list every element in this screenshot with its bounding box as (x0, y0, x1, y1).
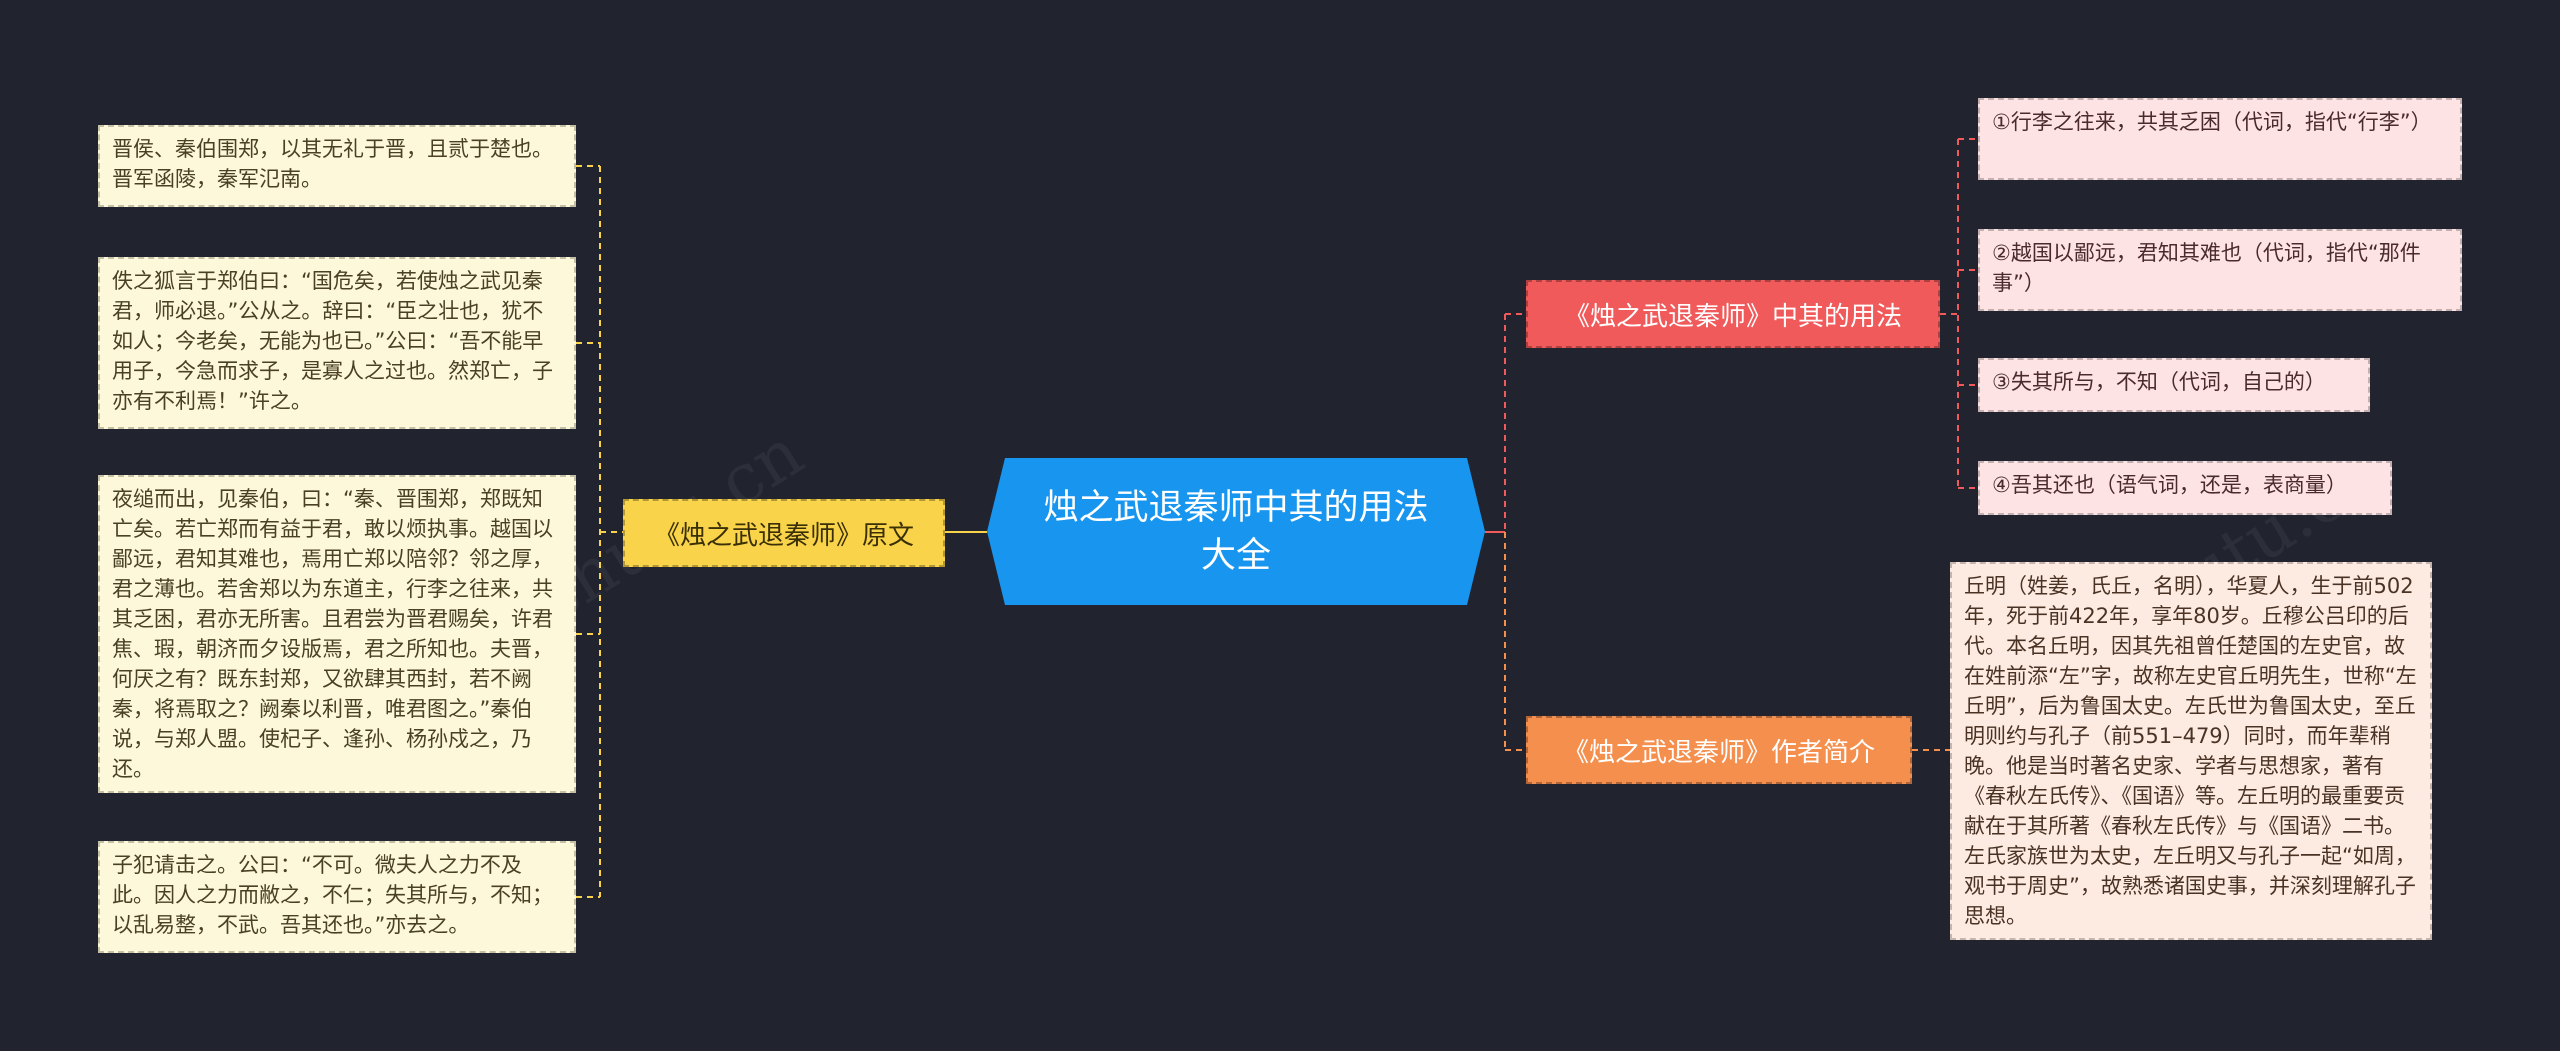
branch-usage-label: 《烛之武退秦师》中其的用法 (1563, 301, 1902, 332)
leaf-author-bio[interactable]: 丘明（姓姜，氏丘，名明），华夏人，生于前502年，死于前422年，享年80岁。丘… (1950, 562, 2432, 940)
branch-author-intro[interactable]: 《烛之武退秦师》作者简介 (1526, 716, 1912, 784)
branch-usage[interactable]: 《烛之武退秦师》中其的用法 (1526, 280, 1940, 348)
leaf-usage-4[interactable]: ④吾其还也（语气词，还是，表商量） (1978, 461, 2392, 515)
root-topic-label: 烛之武退秦师中其的用法大全 (1043, 487, 1429, 576)
leaf-usage-2[interactable]: ②越国以鄙远，君知其难也（代词，指代“那件事”） (1978, 229, 2462, 311)
leaf-original-1[interactable]: 晋侯、秦伯围郑，以其无礼于晋，且贰于楚也。晋军函陵，秦军氾南。 (98, 125, 576, 207)
branch-original-text[interactable]: 《烛之武退秦师》原文 (623, 499, 945, 567)
leaf-original-2[interactable]: 佚之狐言于郑伯曰：“国危矣，若使烛之武见秦君，师必退。”公从之。辞曰：“臣之壮也… (98, 257, 576, 429)
branch-original-text-label: 《烛之武退秦师》原文 (653, 520, 914, 551)
leaf-usage-1[interactable]: ①行李之往来，共其乏困（代词，指代“行李”） (1978, 98, 2462, 180)
branch-author-intro-label: 《烛之武退秦师》作者简介 (1562, 737, 1875, 768)
leaf-original-3[interactable]: 夜缒而出，见秦伯，曰：“秦、晋围郑，郑既知亡矣。若亡郑而有益于君，敢以烦执事。越… (98, 475, 576, 793)
root-topic[interactable]: 烛之武退秦师中其的用法大全 (987, 458, 1485, 605)
leaf-usage-3[interactable]: ③失其所与，不知（代词，自己的） (1978, 358, 2370, 412)
leaf-original-4[interactable]: 子犯请击之。公曰：“不可。微夫人之力不及此。因人之力而敝之，不仁；失其所与，不知… (98, 841, 576, 953)
